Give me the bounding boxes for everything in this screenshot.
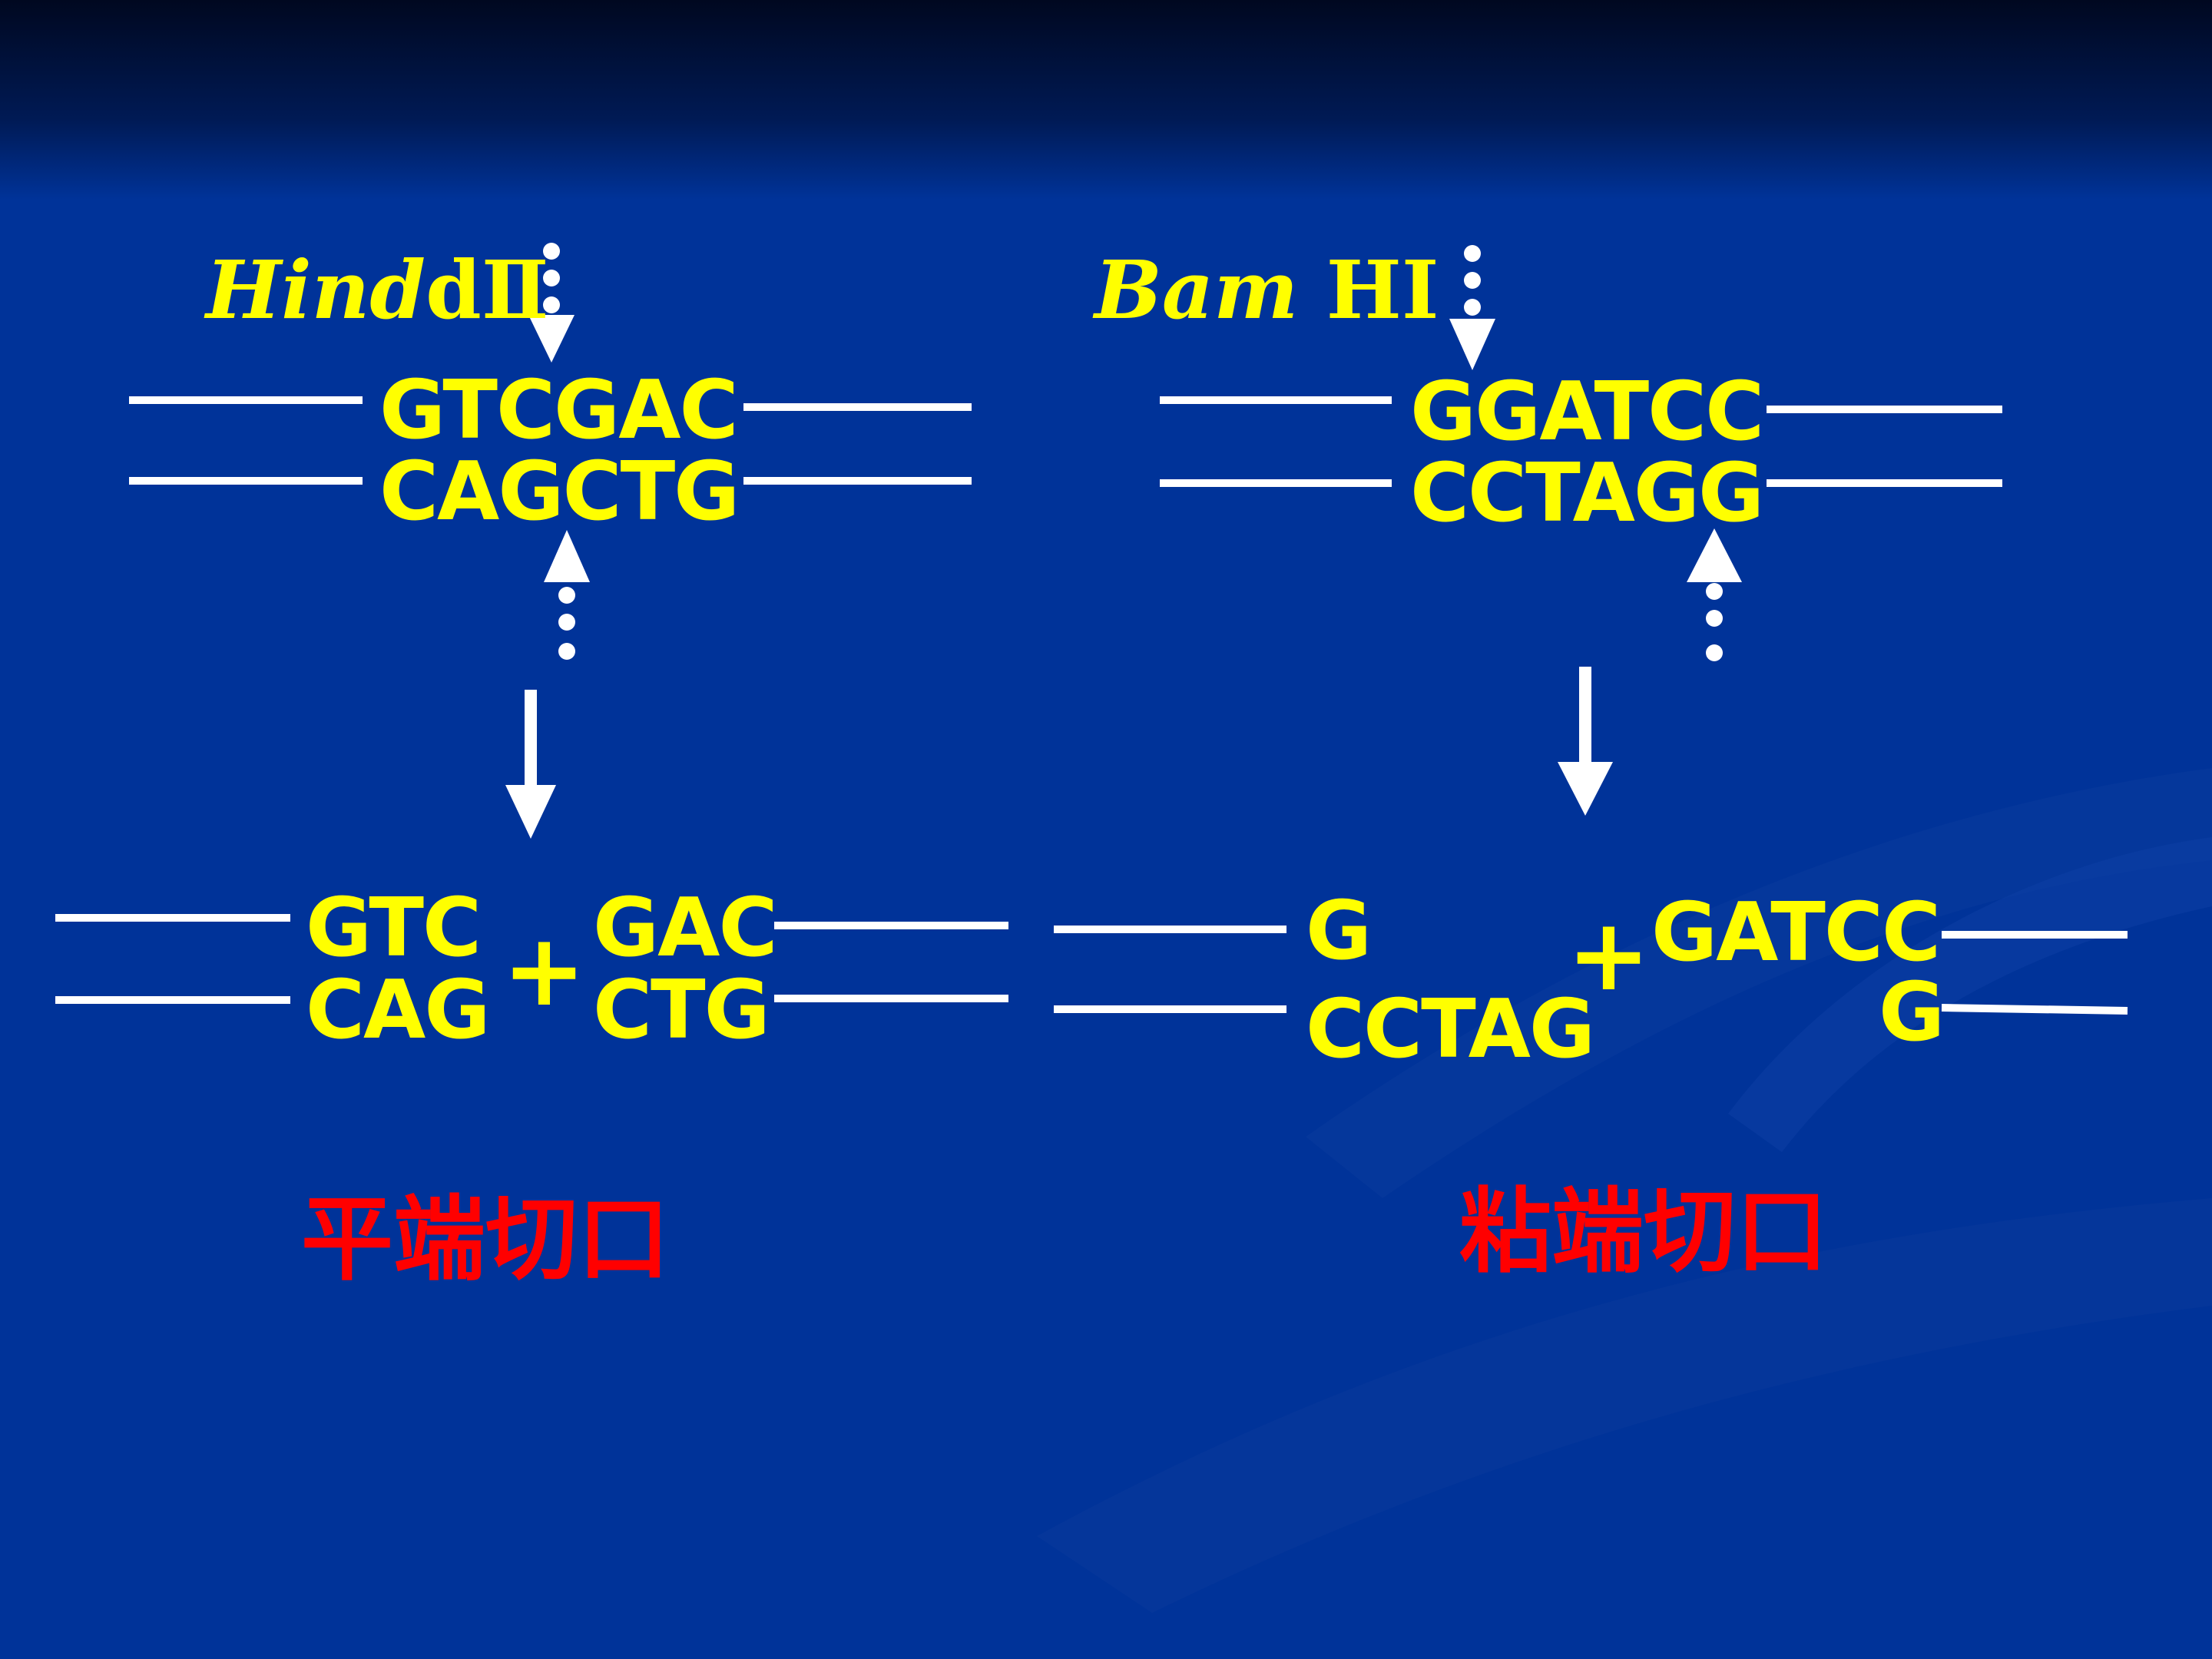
cut-dot <box>1464 272 1481 289</box>
product-right-top: GATCC <box>1651 886 1941 979</box>
reaction-arrow-head <box>1558 762 1613 816</box>
plus-sign: + <box>1567 896 1651 1013</box>
cut-dot <box>558 614 575 631</box>
caption-sticky-end: 粘端切口 <box>1459 1179 1828 1286</box>
enzyme-label-left: HinddⅡ <box>206 250 548 330</box>
caption-blunt-end: 平端切口 <box>301 1187 670 1293</box>
enzyme-name-suffix: dⅡ <box>426 243 549 337</box>
cut-dot <box>1706 610 1723 627</box>
cut-dot <box>1464 299 1481 316</box>
cut-arrow-up <box>1687 528 1742 582</box>
cut-arrow-down <box>528 315 575 363</box>
product-left-bottom: CCTAG <box>1306 982 1595 1076</box>
enzyme-label-right: Bam HⅠ <box>1094 250 1439 330</box>
cut-dot <box>543 243 560 260</box>
cut-dot <box>558 643 575 660</box>
bottom-strand-sequence: CCTAGG <box>1410 446 1764 540</box>
product-left-top: GTC <box>306 881 482 975</box>
cut-arrow-down <box>1449 319 1495 370</box>
enzyme-name-suffix: HⅠ <box>1326 243 1439 337</box>
cut-dot <box>558 587 575 604</box>
enzyme-name-italic: Hind <box>206 243 426 337</box>
cut-dot <box>543 296 560 313</box>
product-right-bottom: CTG <box>593 963 770 1057</box>
top-strand-sequence: GTCGAC <box>379 363 739 457</box>
plus-sign: + <box>502 912 586 1028</box>
reaction-arrow-shaft <box>1579 667 1591 767</box>
product-left-bottom: CAG <box>306 963 491 1057</box>
top-strand-sequence: GGATCC <box>1410 365 1764 459</box>
strand-line <box>1941 1004 2128 1015</box>
product-left-top: G <box>1306 884 1372 978</box>
reaction-arrow-head <box>505 785 556 839</box>
cut-dot <box>1706 583 1723 600</box>
product-right-bottom: G <box>1879 965 1945 1059</box>
cut-dot <box>1706 644 1723 661</box>
product-right-top: GAC <box>593 881 778 975</box>
reaction-arrow-shaft <box>525 690 537 790</box>
bottom-strand-sequence: CAGCTG <box>379 445 740 538</box>
cut-dot <box>1464 245 1481 262</box>
cut-dot <box>543 270 560 286</box>
enzyme-name-italic: Bam <box>1094 243 1299 337</box>
